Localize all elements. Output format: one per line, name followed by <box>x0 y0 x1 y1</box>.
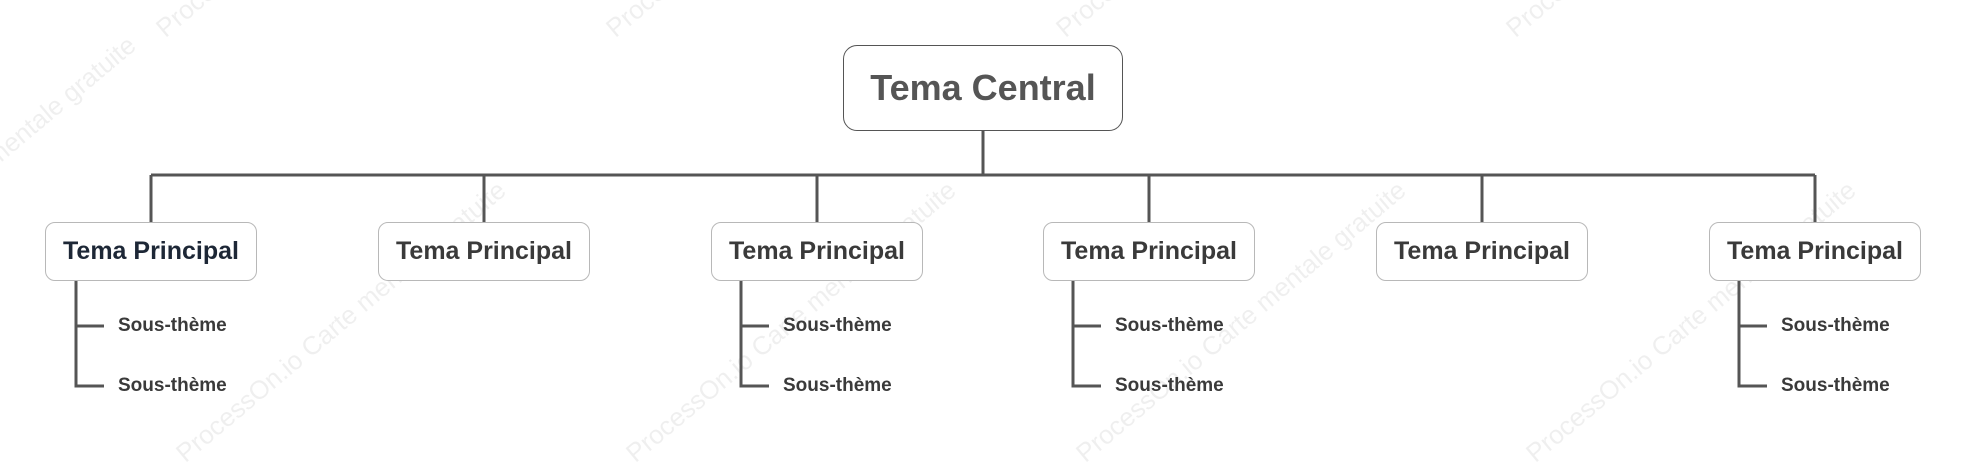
subtopic[interactable]: Sous-thème <box>1781 315 1890 336</box>
main-topic-5[interactable]: Tema Principal <box>1376 222 1588 281</box>
main-topic-label: Tema Principal <box>1727 237 1903 265</box>
main-topic-label: Tema Principal <box>396 237 572 265</box>
subtopic[interactable]: Sous-thème <box>118 315 227 336</box>
central-topic[interactable]: Tema Central <box>843 45 1123 131</box>
sub-connector-3 <box>739 281 769 388</box>
main-topic-1[interactable]: Tema Principal <box>45 222 257 281</box>
main-topic-label: Tema Principal <box>1394 237 1570 265</box>
subtopic[interactable]: Sous-thème <box>118 375 227 396</box>
sub-connector-1 <box>74 281 104 388</box>
sub-connector-6 <box>1737 281 1767 388</box>
main-topic-2[interactable]: Tema Principal <box>378 222 590 281</box>
main-topic-label: Tema Principal <box>729 237 905 265</box>
main-topic-3[interactable]: Tema Principal <box>711 222 923 281</box>
subtopic[interactable]: Sous-thème <box>783 315 892 336</box>
subtopic[interactable]: Sous-thème <box>1115 375 1224 396</box>
sub-connector-4 <box>1071 281 1101 388</box>
main-topic-6[interactable]: Tema Principal <box>1709 222 1921 281</box>
subtopic[interactable]: Sous-thème <box>783 375 892 396</box>
central-topic-label: Tema Central <box>870 67 1096 108</box>
main-topic-4[interactable]: Tema Principal <box>1043 222 1255 281</box>
main-topic-label: Tema Principal <box>1061 237 1237 265</box>
subtopic[interactable]: Sous-thème <box>1115 315 1224 336</box>
subtopic[interactable]: Sous-thème <box>1781 375 1890 396</box>
main-topic-label: Tema Principal <box>63 237 239 265</box>
